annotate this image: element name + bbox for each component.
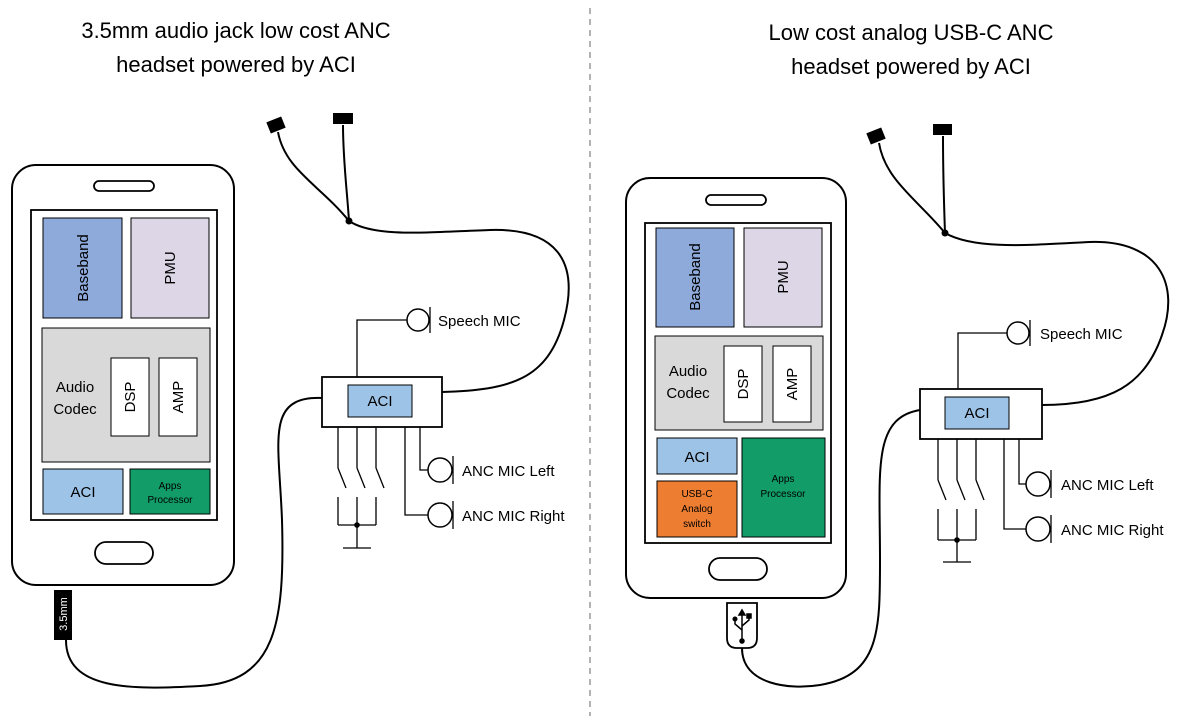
dsp-block bbox=[110, 357, 150, 437]
earbud-wire-right bbox=[942, 135, 946, 234]
amp-block bbox=[158, 357, 198, 437]
usb-plug bbox=[726, 602, 758, 649]
switch-junction bbox=[954, 537, 960, 543]
speech-mic-icon bbox=[1006, 321, 1030, 345]
usb-switch-label-line3: switch bbox=[683, 519, 711, 530]
phone-home-button bbox=[94, 541, 154, 565]
audio-jack-plug bbox=[54, 590, 72, 640]
speech-mic-wire bbox=[957, 332, 1007, 389]
headset-aci-block bbox=[347, 384, 413, 418]
earbud-left bbox=[866, 127, 886, 145]
right-title-line2: headset powered by ACI bbox=[791, 54, 1031, 79]
pmu-block bbox=[743, 227, 823, 328]
headset-aci-label: ACI bbox=[367, 393, 392, 410]
cable-to-headset bbox=[741, 409, 921, 688]
audio-codec-label-line1: Audio bbox=[56, 379, 94, 396]
pmu-label: PMU bbox=[775, 260, 792, 293]
speech-mic-icon bbox=[406, 308, 430, 332]
anc-left-wire bbox=[1018, 439, 1026, 485]
anc-mic-right-icon bbox=[1025, 516, 1051, 542]
anc-right-wire bbox=[404, 427, 428, 516]
left-phone: Baseband PMU Audio Codec DSP AMP ACI App… bbox=[11, 164, 235, 586]
anc-mic-right-label: ANC MIC Right bbox=[462, 508, 565, 525]
apps-processor-label-line2: Processor bbox=[760, 489, 806, 500]
pmu-block bbox=[130, 217, 210, 319]
switch-junction bbox=[354, 522, 360, 528]
usb-switch-label-line2: Analog bbox=[681, 504, 712, 515]
baseband-label: Baseband bbox=[75, 234, 92, 302]
speech-mic-label: Speech MIC bbox=[438, 313, 521, 330]
audio-codec-label-line2: Codec bbox=[53, 401, 97, 418]
apps-processor-block bbox=[129, 468, 211, 515]
phone-speaker-slot bbox=[93, 180, 155, 192]
baseband-label: Baseband bbox=[687, 243, 704, 311]
earbud-wire-left bbox=[277, 131, 350, 222]
earbud-wire-right bbox=[342, 124, 350, 222]
left-panel: 3.5mm audio jack low cost ANC headset po… bbox=[11, 18, 570, 689]
headset-switches bbox=[337, 427, 385, 549]
anc-mic-right-label: ANC MIC Right bbox=[1061, 522, 1164, 539]
amp-label: AMP bbox=[784, 368, 801, 401]
right-panel: Low cost analog USB-C ANC headset powere… bbox=[625, 20, 1170, 688]
apps-processor-block bbox=[741, 437, 826, 538]
right-phone: Baseband PMU Audio Codec DSP AMP ACI USB… bbox=[625, 177, 847, 599]
apps-processor-label-line2: Processor bbox=[147, 495, 193, 506]
earbud-left bbox=[266, 116, 286, 134]
dsp-block bbox=[723, 345, 763, 423]
headset-aci-label: ACI bbox=[964, 405, 989, 422]
dsp-label: DSP bbox=[122, 382, 139, 413]
anc-right-wire bbox=[1003, 439, 1026, 530]
amp-label: AMP bbox=[170, 381, 187, 414]
phone-aci-block bbox=[42, 468, 124, 515]
anc-mic-left-icon bbox=[427, 457, 453, 483]
phone-aci-label: ACI bbox=[684, 449, 709, 466]
audio-codec-label-line2: Codec bbox=[666, 385, 710, 402]
headset-switches bbox=[937, 439, 985, 563]
anc-mic-right-icon bbox=[427, 502, 453, 528]
speech-mic-wire bbox=[356, 319, 407, 377]
anc-mic-left-label: ANC MIC Left bbox=[1061, 477, 1154, 494]
phone-aci-block bbox=[656, 437, 738, 475]
apps-processor-label-line1: Apps bbox=[772, 474, 795, 485]
earbud-wire-left bbox=[878, 142, 946, 234]
cable-to-headset bbox=[65, 396, 323, 689]
speech-mic-label: Speech MIC bbox=[1040, 326, 1123, 343]
pmu-label: PMU bbox=[162, 251, 179, 284]
audio-jack-label: 3.5mm bbox=[58, 597, 70, 631]
left-title-line1: 3.5mm audio jack low cost ANC bbox=[81, 18, 390, 43]
baseband-block bbox=[42, 217, 123, 319]
dsp-label: DSP bbox=[735, 369, 752, 400]
baseband-block bbox=[655, 227, 735, 328]
anc-mic-left-label: ANC MIC Left bbox=[462, 463, 555, 480]
earbud-right bbox=[933, 124, 952, 135]
left-title-line2: headset powered by ACI bbox=[116, 52, 356, 77]
phone-aci-label: ACI bbox=[70, 484, 95, 501]
phone-speaker-slot bbox=[705, 194, 767, 206]
usb-icon bbox=[732, 608, 752, 644]
phone-home-button bbox=[708, 557, 768, 581]
usb-c-analog-switch-block bbox=[656, 480, 738, 538]
anc-left-wire bbox=[419, 427, 428, 471]
earbud-cable bbox=[348, 220, 570, 393]
anc-mic-left-icon bbox=[1025, 471, 1051, 497]
earbud-cable bbox=[944, 232, 1170, 406]
earbud-right bbox=[333, 113, 353, 124]
headset-aci-block bbox=[944, 396, 1010, 430]
audio-codec-label-line1: Audio bbox=[669, 363, 707, 380]
right-title-line1: Low cost analog USB-C ANC bbox=[769, 20, 1054, 45]
usb-switch-label-line1: USB-C bbox=[681, 489, 712, 500]
amp-block bbox=[772, 345, 812, 423]
apps-processor-label-line1: Apps bbox=[159, 481, 182, 492]
